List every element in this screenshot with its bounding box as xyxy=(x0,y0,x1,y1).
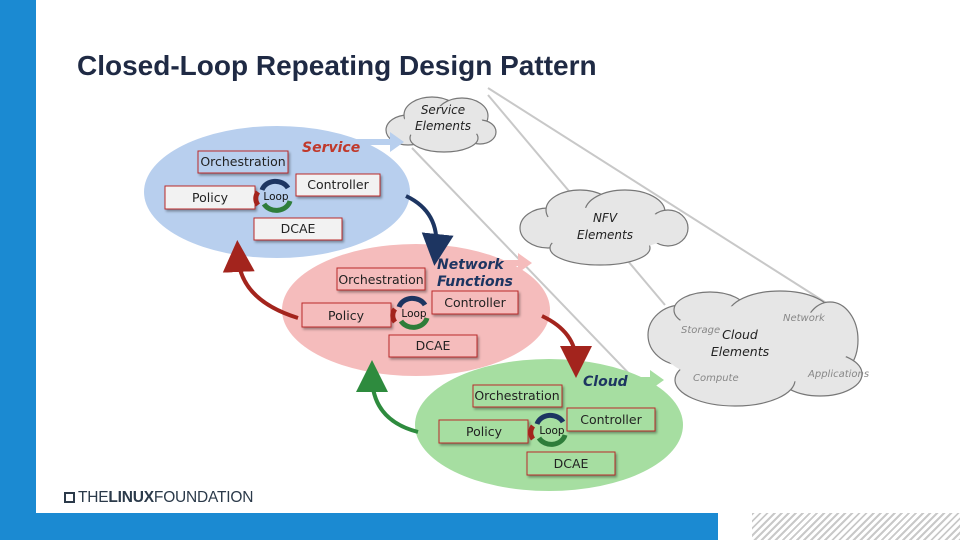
cloud-controller-label: Controller xyxy=(580,412,642,427)
network-loop-label: Loop xyxy=(401,308,427,320)
network-orchestration-box[interactable]: Orchestration xyxy=(336,267,426,291)
service-loop-icon: Loop xyxy=(253,178,293,213)
service-dcae-box[interactable]: DCAE xyxy=(253,217,343,241)
network-to-elements-arrow xyxy=(438,253,532,273)
network-to-cloud-arrow xyxy=(541,314,592,378)
cloud-policy-box[interactable]: Policy xyxy=(438,419,529,444)
network-dcae-label: DCAE xyxy=(416,338,451,353)
cloud-controller-box[interactable]: Controller xyxy=(566,407,656,432)
slide-title: Closed-Loop Repeating Design Pattern xyxy=(77,50,597,81)
network-heading-2: Functions xyxy=(437,274,513,290)
cloud-policy-label: Policy xyxy=(466,424,503,439)
hatch-decoration xyxy=(752,513,960,540)
logo-suffix: FOUNDATION xyxy=(153,489,254,506)
cloud-loop-icon: Loop xyxy=(528,412,568,447)
network-controller-label: Controller xyxy=(444,295,506,310)
service-policy-box[interactable]: Policy xyxy=(164,185,256,210)
service-controller-label: Controller xyxy=(307,177,369,192)
service-elements-cloud xyxy=(385,96,497,153)
network-controller-box[interactable]: Controller xyxy=(431,290,519,315)
service-policy-label: Policy xyxy=(192,190,229,205)
network-orchestration-label: Orchestration xyxy=(338,272,423,287)
cloud-orchestration-box[interactable]: Orchestration xyxy=(472,384,563,408)
service-heading: Service xyxy=(302,140,360,156)
service-to-network-arrow xyxy=(405,194,454,266)
compute-label: Compute xyxy=(693,373,739,384)
cloud-orchestration-label: Orchestration xyxy=(474,388,559,403)
linux-foundation-mark-icon xyxy=(64,492,75,503)
service-dcae-label: DCAE xyxy=(281,221,316,236)
nfv-elements-label-2: Elements xyxy=(577,228,633,242)
network-policy-box[interactable]: Policy xyxy=(301,302,392,328)
cloud-dcae-label: DCAE xyxy=(554,456,589,471)
logo-prefix: THE xyxy=(78,489,109,506)
cloud-elements-cloud xyxy=(647,290,863,407)
left-accent-bar xyxy=(0,0,36,540)
bottom-accent-bar xyxy=(36,513,718,540)
cloud-elements-label-2: Elements xyxy=(711,344,770,359)
network-feedback-arrow xyxy=(222,240,299,320)
cloud-to-elements-arrow xyxy=(570,370,664,390)
network-loop-icon: Loop xyxy=(390,295,430,330)
cloud-heading: Cloud xyxy=(583,374,629,390)
cloud-loop-label: Loop xyxy=(539,425,565,437)
service-orchestration-box[interactable]: Orchestration xyxy=(197,150,289,174)
service-elements-label-2: Elements xyxy=(415,119,471,133)
network-heading-1: Network xyxy=(437,257,505,273)
logo-bold: LINUX xyxy=(108,489,154,506)
linux-foundation-logo: THELINUXFOUNDATION xyxy=(64,489,253,507)
applications-label: Applications xyxy=(807,369,869,380)
network-dcae-box[interactable]: DCAE xyxy=(388,334,478,358)
cloud-feedback-arrow xyxy=(356,360,419,434)
service-orchestration-label: Orchestration xyxy=(200,154,285,169)
service-elements-label-1: Service xyxy=(421,103,465,117)
storage-label: Storage xyxy=(681,325,720,336)
nfv-elements-label-1: NFV xyxy=(593,211,618,225)
service-loop-label: Loop xyxy=(263,191,289,203)
service-to-elements-arrow xyxy=(295,132,404,152)
network-resource-label: Network xyxy=(783,313,826,324)
cloud-elements-label-1: Cloud xyxy=(722,327,758,342)
nfv-elements-cloud xyxy=(519,189,689,266)
service-controller-box[interactable]: Controller xyxy=(295,173,381,197)
cloud-dcae-box[interactable]: DCAE xyxy=(526,451,616,476)
network-policy-label: Policy xyxy=(328,308,365,323)
